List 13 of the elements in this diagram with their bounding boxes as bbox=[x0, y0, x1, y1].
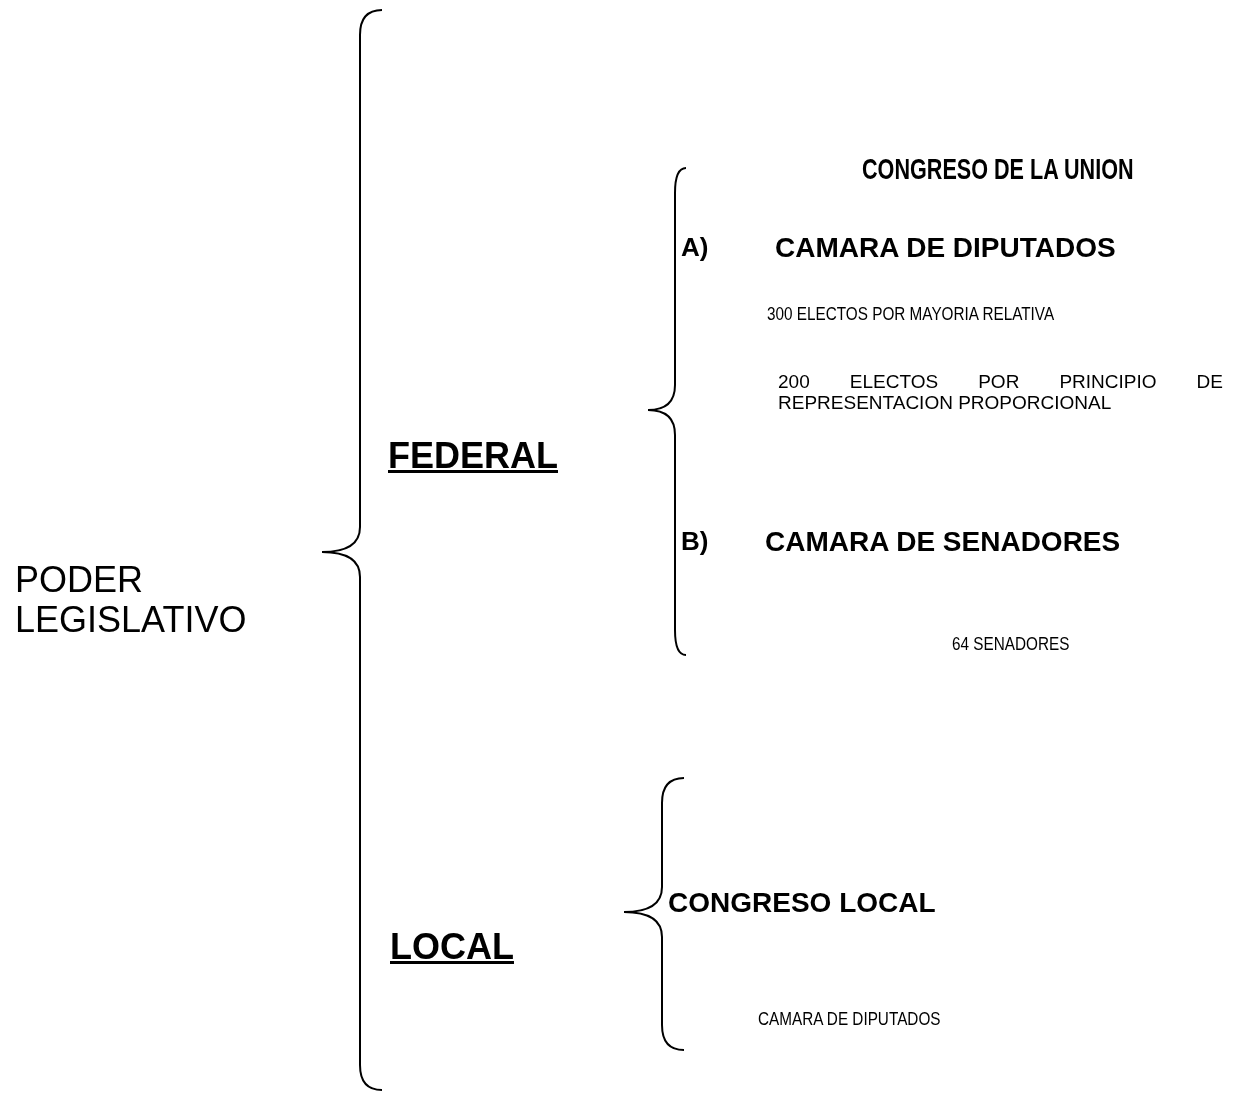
list-letter: A) bbox=[681, 233, 709, 262]
heading-text: PODER LEGISLATIVO bbox=[15, 560, 248, 640]
category-heading: LOCAL bbox=[390, 927, 514, 967]
detail-text: CAMARA DE DIPUTADOS bbox=[758, 1010, 941, 1030]
detail-text: 300 ELECTOS POR MAYORIA RELATIVA bbox=[767, 305, 1055, 325]
chamber-heading: CONGRESO LOCAL bbox=[668, 888, 936, 919]
list-letter: B) bbox=[681, 527, 709, 556]
detail-text: 64 SENADORES bbox=[952, 635, 1070, 655]
chamber-heading: CAMARA DE DIPUTADOS bbox=[775, 233, 1116, 264]
section-title: CONGRESO DE LA UNION bbox=[862, 152, 1134, 185]
detail-text: 200 ELECTOS POR PRINCIPIO DE REPRESENTACION PROPORCIONAL bbox=[778, 372, 1223, 414]
category-heading: FEDERAL bbox=[388, 436, 558, 476]
chamber-heading: CAMARA DE SENADORES bbox=[765, 527, 1121, 558]
